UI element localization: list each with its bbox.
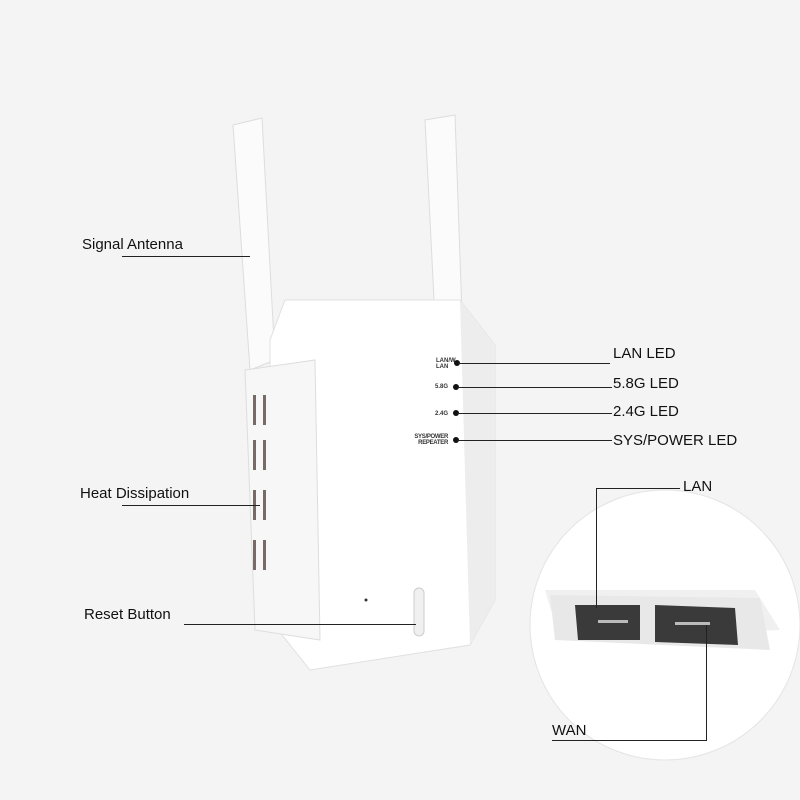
- callout-lan: LAN: [683, 478, 713, 495]
- callout-line: [457, 413, 612, 414]
- callout-line: [122, 256, 250, 257]
- callout-line: [122, 505, 260, 506]
- device-label-58g: 5.8G: [435, 384, 449, 390]
- led-24g-indicator: [453, 410, 459, 416]
- led-sys-indicator: [453, 437, 459, 443]
- callout-line: [457, 387, 612, 388]
- callout-line: [184, 624, 416, 625]
- device-label-24g: 2.4G: [435, 411, 449, 417]
- device-label-lan: LAN/W LAN: [436, 358, 456, 370]
- callout-line: [552, 740, 707, 741]
- callout-line: [458, 363, 610, 364]
- callout-24g-led: 2.4G LED: [613, 403, 679, 420]
- callout-58g-led: 5.8G LED: [613, 375, 679, 392]
- callout-wan: WAN: [552, 722, 587, 739]
- callout-lan-led: LAN LED: [613, 345, 676, 362]
- callout-line: [706, 625, 707, 741]
- callout-sys-power-led: SYS/POWER LED: [613, 432, 738, 449]
- callout-line: [596, 488, 680, 489]
- callout-heat-dissipation: Heat Dissipation: [80, 485, 190, 502]
- callout-line: [596, 488, 597, 608]
- device-label-sys: SYS/POWER REPEATER: [414, 434, 448, 446]
- callout-reset-button: Reset Button: [84, 606, 171, 623]
- callout-signal-antenna: Signal Antenna: [82, 236, 183, 253]
- led-58g-indicator: [453, 384, 459, 390]
- led-lan-indicator: [454, 360, 460, 366]
- callout-line: [457, 440, 612, 441]
